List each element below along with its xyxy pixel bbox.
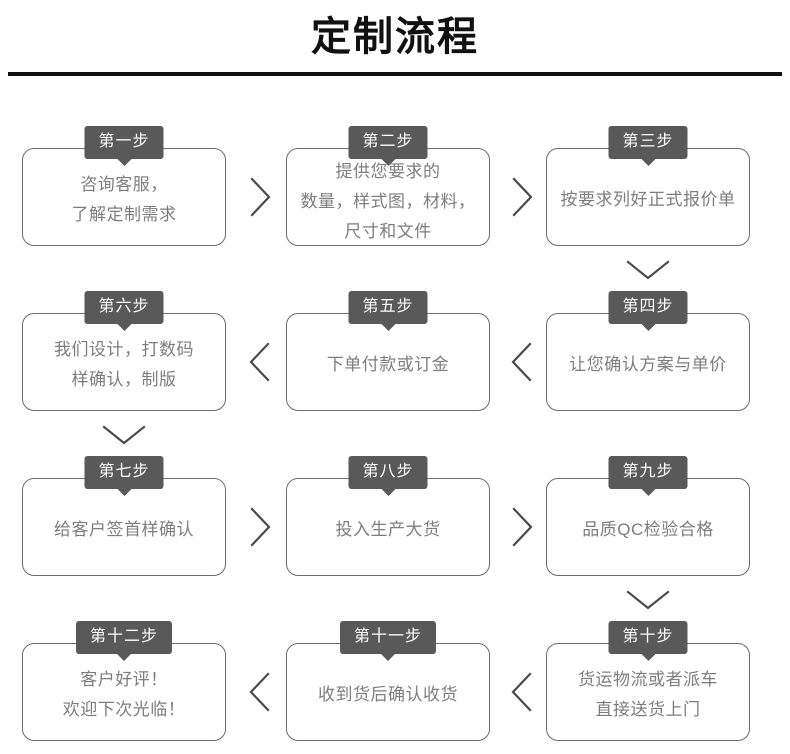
flow-step-11-line-1: 收到货后确认收货 (318, 685, 458, 704)
page-header: 定制流程 (0, 0, 790, 80)
process-flow-diagram: 第一步 咨询客服， 了解定制需求 第二步 提供您要求的 数量，样式图，材料， 尺… (0, 80, 790, 754)
flow-step-2-line-2: 数量，样式图，材料， (300, 192, 476, 211)
flow-step-4[interactable]: 第四步 让您确认方案与单价 (546, 291, 750, 411)
flow-step-2-line-1: 提供您要求的 (335, 162, 441, 181)
flow-step-1-body: 咨询客服， 了解定制需求 (23, 149, 225, 245)
flow-step-12-body: 客户好评！ 欢迎下次光临！ (23, 644, 225, 740)
flow-step-6-badge: 第六步 (84, 291, 164, 324)
flow-step-3-badge: 第三步 (608, 126, 688, 159)
flow-step-7[interactable]: 第七步 给客户签首样确认 (22, 456, 226, 576)
flow-step-2[interactable]: 第二步 提供您要求的 数量，样式图，材料， 尺寸和文件 (286, 126, 490, 246)
flow-step-1-badge: 第一步 (84, 126, 164, 159)
flow-step-7-badge: 第七步 (84, 456, 164, 489)
flow-step-2-badge: 第二步 (348, 126, 428, 159)
connector-step7-to-step8 (243, 503, 277, 551)
connector-step6-to-step7 (98, 421, 150, 449)
flow-step-2-line-3: 尺寸和文件 (344, 222, 432, 241)
flow-step-11-badge: 第十一步 (339, 621, 437, 654)
connector-step8-to-step9 (505, 503, 539, 551)
flow-step-5-badge: 第五步 (348, 291, 428, 324)
flow-step-9[interactable]: 第九步 品质QC检验合格 (546, 456, 750, 576)
flow-step-12-line-1: 客户好评！ (80, 670, 168, 689)
connector-step10-to-step11 (505, 668, 539, 716)
flow-step-7-line-1: 给客户签首样确认 (54, 520, 194, 539)
flow-step-5-line-1: 下单付款或订金 (326, 355, 450, 374)
connector-step5-to-step6 (243, 338, 277, 386)
flow-step-9-body: 品质QC检验合格 (547, 479, 749, 575)
connector-step2-to-step3 (505, 173, 539, 221)
connector-step4-to-step5 (505, 338, 539, 386)
flow-step-9-line-1: 品质QC检验合格 (582, 520, 714, 539)
flow-step-3-line-1: 按要求列好正式报价单 (560, 190, 736, 209)
flow-step-8-line-1: 投入生产大货 (335, 520, 441, 539)
flow-step-4-line-1: 让您确认方案与单价 (569, 355, 727, 374)
flow-step-10-line-2: 直接送货上门 (595, 700, 701, 719)
flow-step-2-body: 提供您要求的 数量，样式图，材料， 尺寸和文件 (287, 149, 489, 245)
flow-step-3[interactable]: 第三步 按要求列好正式报价单 (546, 126, 750, 246)
flow-step-1-line-2: 了解定制需求 (71, 205, 177, 224)
flow-step-1[interactable]: 第一步 咨询客服， 了解定制需求 (22, 126, 226, 246)
flow-step-1-line-1: 咨询客服， (80, 175, 168, 194)
flow-step-11[interactable]: 第十一步 收到货后确认收货 (286, 621, 490, 741)
flow-step-10-badge: 第十步 (608, 621, 688, 654)
page-title: 定制流程 (311, 15, 479, 59)
flow-step-8[interactable]: 第八步 投入生产大货 (286, 456, 490, 576)
flow-step-6[interactable]: 第六步 我们设计，打数码 样确认，制版 (22, 291, 226, 411)
connector-step11-to-step12 (243, 668, 277, 716)
flow-step-7-body: 给客户签首样确认 (23, 479, 225, 575)
flow-step-4-body: 让您确认方案与单价 (547, 314, 749, 410)
flow-step-5[interactable]: 第五步 下单付款或订金 (286, 291, 490, 411)
flow-step-10-body: 货运物流或者派车 直接送货上门 (547, 644, 749, 740)
title-divider (8, 72, 782, 76)
flow-step-6-body: 我们设计，打数码 样确认，制版 (23, 314, 225, 410)
flow-step-10[interactable]: 第十步 货运物流或者派车 直接送货上门 (546, 621, 750, 741)
flow-step-12[interactable]: 第十二步 客户好评！ 欢迎下次光临！ (22, 621, 226, 741)
flow-step-9-badge: 第九步 (608, 456, 688, 489)
connector-step3-to-step4 (622, 256, 674, 284)
flow-step-12-line-2: 欢迎下次光临！ (62, 700, 186, 719)
flow-step-8-badge: 第八步 (348, 456, 428, 489)
flow-step-3-body: 按要求列好正式报价单 (547, 149, 749, 245)
flow-step-11-body: 收到货后确认收货 (287, 644, 489, 740)
connector-step9-to-step10 (622, 586, 674, 614)
flow-step-12-badge: 第十二步 (75, 621, 173, 654)
flow-step-5-body: 下单付款或订金 (287, 314, 489, 410)
flow-step-4-badge: 第四步 (608, 291, 688, 324)
flow-step-8-body: 投入生产大货 (287, 479, 489, 575)
flow-step-6-line-1: 我们设计，打数码 (54, 340, 194, 359)
connector-step1-to-step2 (243, 173, 277, 221)
flow-step-10-line-1: 货运物流或者派车 (578, 670, 718, 689)
flow-step-6-line-2: 样确认，制版 (71, 370, 177, 389)
